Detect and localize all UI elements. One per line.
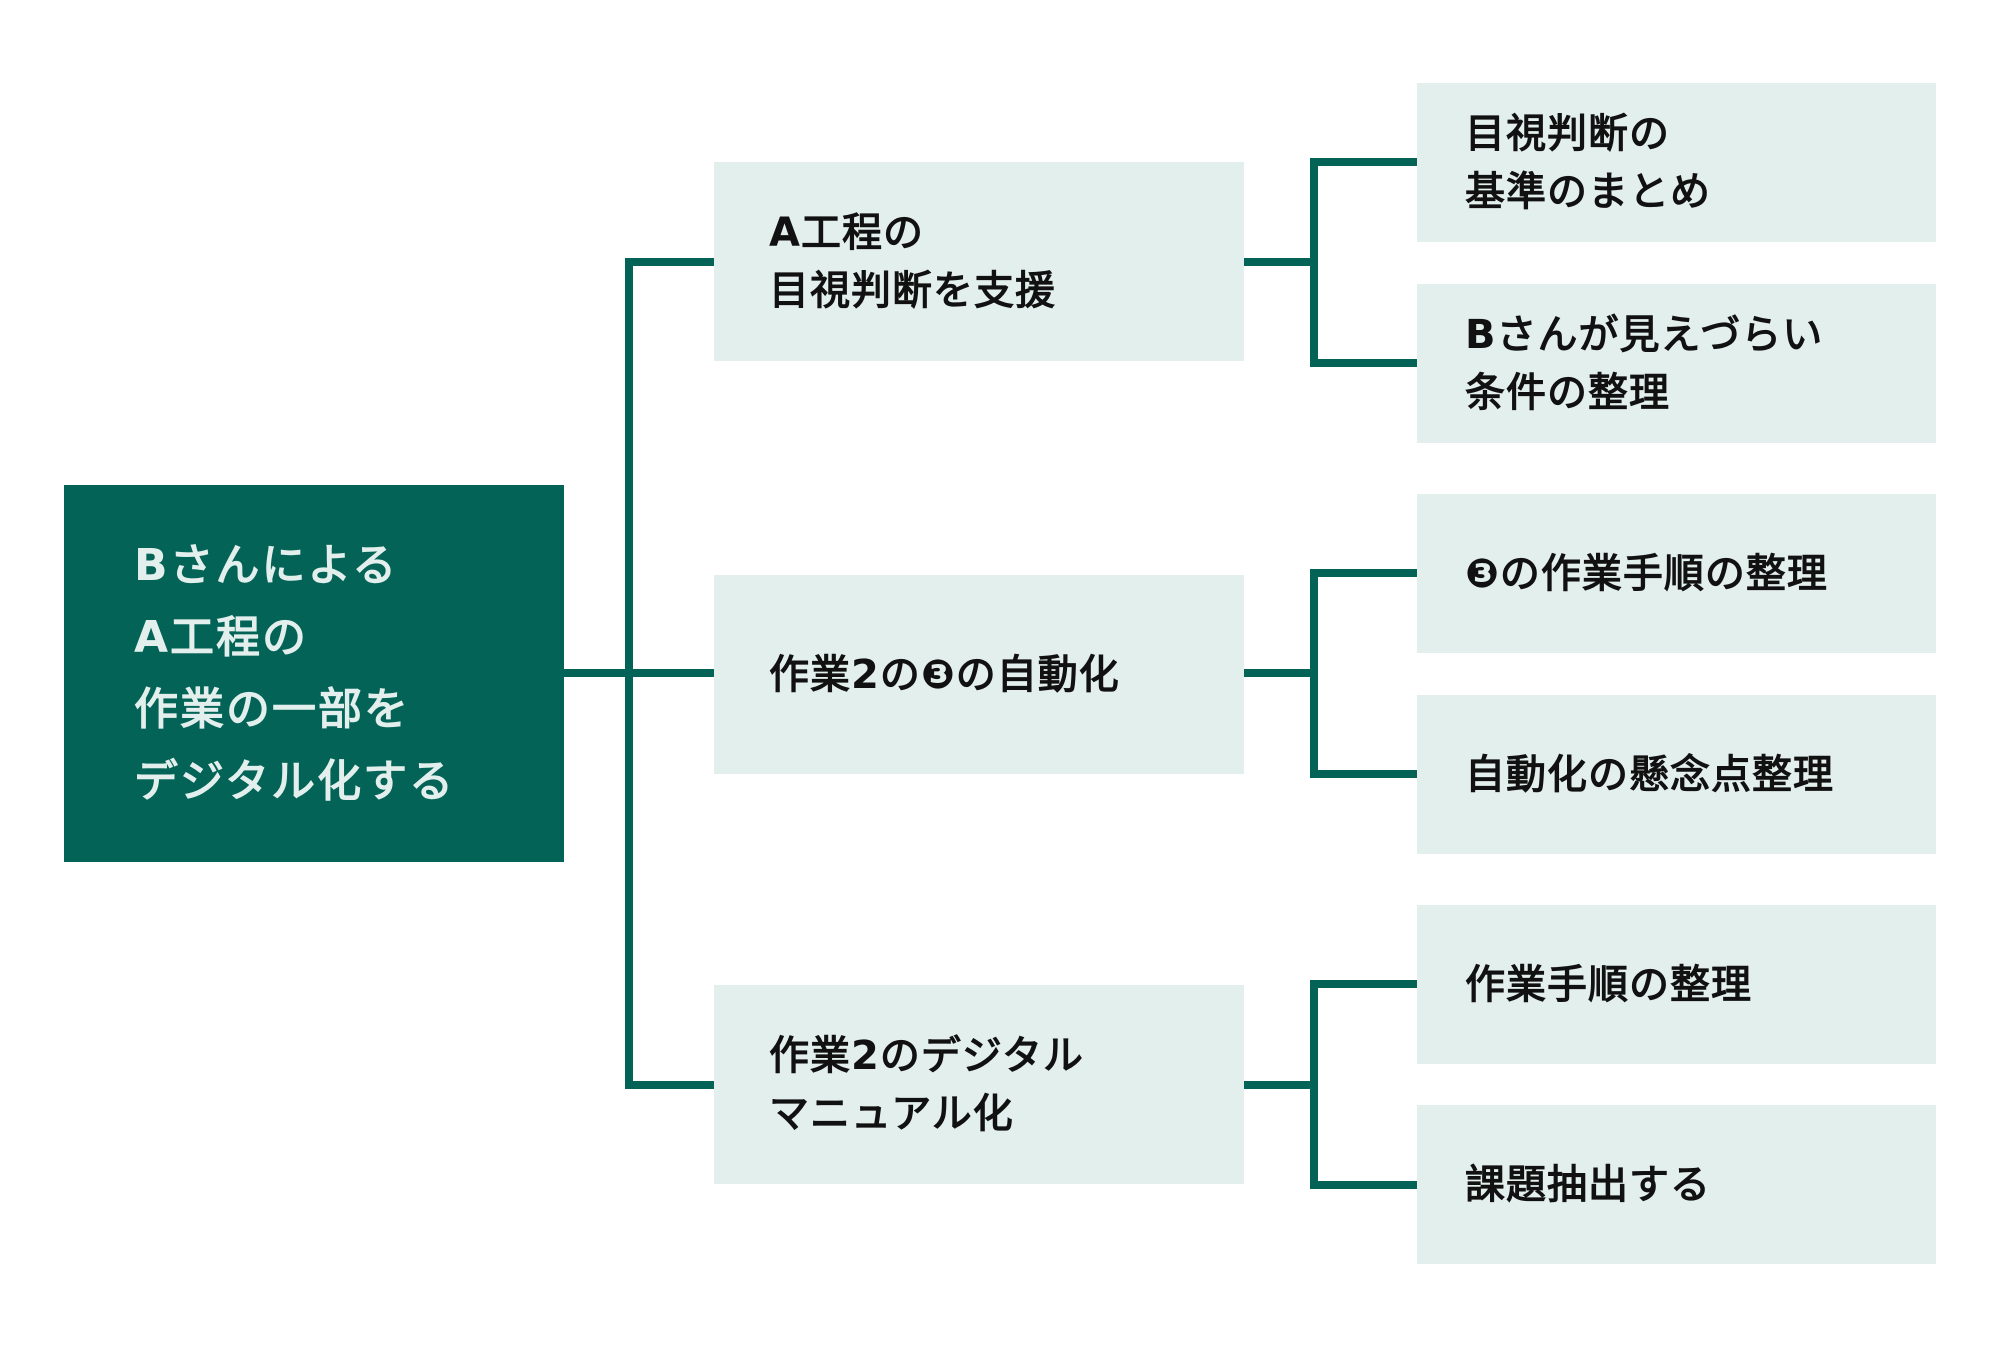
- leaf-node-label: 作業手順の整理: [1465, 961, 1752, 1008]
- connector-branch-3-out: [1244, 1081, 1314, 1089]
- leaf-node: 課題抽出する: [1417, 1105, 1936, 1264]
- connector-leaf-1-1: [1310, 158, 1417, 166]
- leaf-node: Bさんが見えづらい 条件の整理: [1417, 284, 1936, 443]
- root-node: Bさんによる A工程の 作業の一部を デジタル化する: [64, 485, 564, 862]
- leaf-node: 作業手順の整理: [1417, 905, 1936, 1064]
- leaf-node-label: Bさんが見えづらい 条件の整理: [1465, 311, 1824, 416]
- connector-to-branch-1: [625, 258, 714, 266]
- leaf-node-label: 自動化の懸念点整理: [1465, 751, 1834, 798]
- connector-leaf-3-2: [1310, 1181, 1417, 1189]
- connector-root-vertical: [625, 258, 633, 1089]
- connector-leaf-1-2: [1310, 359, 1417, 367]
- leaf-node: 自動化の懸念点整理: [1417, 695, 1936, 854]
- connector-branch-2-vertical: [1310, 569, 1318, 778]
- branch-node-label: A工程の 目視判断を支援: [769, 209, 1056, 314]
- leaf-node: 目視判断の 基準のまとめ: [1417, 83, 1936, 242]
- connector-branch-1-out: [1244, 258, 1314, 266]
- leaf-node-label: 課題抽出する: [1465, 1161, 1711, 1208]
- branch-node-label: 作業2のデジタル マニュアル化: [769, 1032, 1085, 1137]
- connector-branch-3-vertical: [1310, 980, 1318, 1189]
- leaf-node: ❸の作業手順の整理: [1417, 494, 1936, 653]
- connector-branch-1-vertical: [1310, 158, 1318, 367]
- branch-node: A工程の 目視判断を支援: [714, 162, 1244, 361]
- root-node-label: Bさんによる A工程の 作業の一部を デジタル化する: [134, 539, 456, 807]
- branch-node-label: 作業2の❸の自動化: [769, 651, 1120, 698]
- connector-branch-2-out: [1244, 669, 1314, 677]
- connector-leaf-2-1: [1310, 569, 1417, 577]
- branch-node: 作業2のデジタル マニュアル化: [714, 985, 1244, 1184]
- connector-to-branch-3: [625, 1081, 714, 1089]
- branch-node: 作業2の❸の自動化: [714, 575, 1244, 774]
- connector-leaf-3-1: [1310, 980, 1417, 988]
- connector-root-horizontal: [564, 669, 714, 677]
- leaf-node-label: ❸の作業手順の整理: [1465, 550, 1828, 597]
- connector-leaf-2-2: [1310, 770, 1417, 778]
- leaf-node-label: 目視判断の 基準のまとめ: [1465, 110, 1711, 215]
